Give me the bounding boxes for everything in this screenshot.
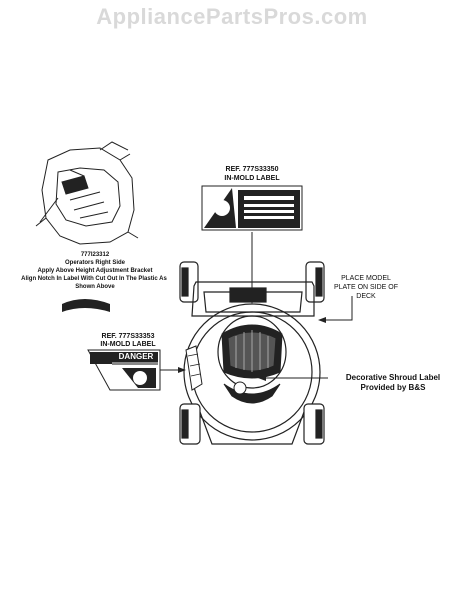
mower-body xyxy=(179,261,325,445)
left-instruction-1: Operators Right Side xyxy=(64,260,125,266)
mid-danger-word: DANGER xyxy=(118,352,154,361)
mid-ref-number: REF. 777S33353 xyxy=(101,333,155,340)
watermark: AppliancePartsPros.com xyxy=(96,4,368,29)
arrow-plate-note xyxy=(322,296,353,321)
left-instruction-4: Shown Above xyxy=(75,284,115,290)
shroud-label-callout: Decorative Shroud Label Provided by B&S xyxy=(326,373,460,393)
height-bracket-illustration xyxy=(35,141,139,245)
engine-shroud xyxy=(217,315,287,404)
mid-danger-label xyxy=(87,349,161,391)
left-instruction-2: Apply Above Height Adjustment Bracket xyxy=(37,268,153,274)
model-plate-note: PLACE MODEL PLATE ON SIDE OF DECK xyxy=(333,275,399,300)
left-instruction-3: Align Notch In Label With Cut Out In The… xyxy=(21,276,167,282)
side-chute xyxy=(185,345,203,391)
shroud-line-2: Provided by B&S xyxy=(360,383,426,392)
top-ref-number: REF. 777S33350 xyxy=(225,166,279,173)
notch-label-icon xyxy=(62,299,110,312)
top-inmold-text: IN-MOLD LABEL xyxy=(224,175,280,182)
left-part-number: 777I23312 xyxy=(80,252,110,258)
mid-inmold-text: IN-MOLD LABEL xyxy=(100,341,156,348)
shroud-line-1: Decorative Shroud Label xyxy=(345,373,441,382)
top-danger-label xyxy=(201,185,303,231)
